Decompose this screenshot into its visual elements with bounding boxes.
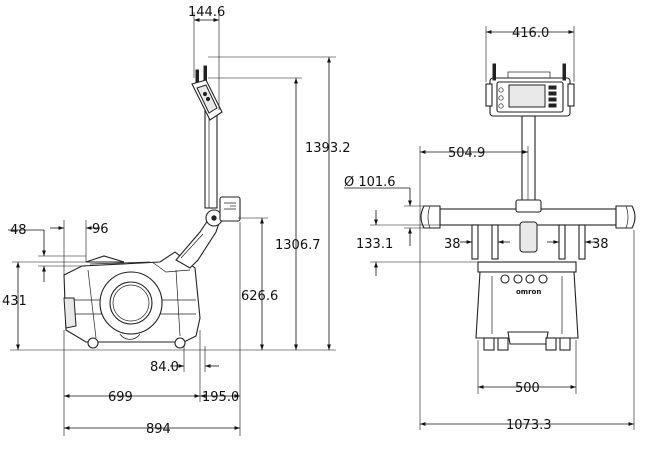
dim-overhang: 195.0 [202,390,239,405]
robot-base-side [63,251,201,349]
dim-arm-drop: 133.1 [356,237,393,252]
controller-side [191,65,223,121]
dim-left-38: 38 [444,237,461,252]
dim-base-width: 500 [515,381,540,396]
side-view: 144.6 1393.2 1306.7 626.6 48 96 431 [2,5,351,437]
dim-offset-84: 84.0 [150,360,179,375]
dim-bracket-height: 626.6 [241,289,278,304]
dim-base-length: 699 [108,390,133,405]
mast-front [521,115,536,203]
front-view: omron 416.0 504.9 Ø 101.6 133.1 [344,26,636,433]
dim-mast-height: 1306.7 [275,238,321,253]
mast-side [204,109,218,209]
dim-right-38: 38 [592,237,609,252]
dim-total-width: 1073.3 [506,418,552,433]
dim-pipe-diameter: Ø 101.6 [344,175,396,190]
rear-caster [174,337,186,349]
cross-arm [420,199,636,253]
mast-bracket-side [175,196,241,269]
dim-total-length: 894 [146,422,171,437]
dim-handle-width: 144.6 [188,5,225,20]
dim-48: 48 [10,223,27,238]
robot-base-front: omron [475,261,579,351]
dim-arm-offset: 504.9 [448,146,485,161]
dim-96: 96 [92,222,109,237]
controller-front [485,63,575,117]
dim-total-height: 1393.2 [305,141,351,156]
dim-controller-width: 416.0 [512,26,549,41]
brand-label: omron [516,288,541,296]
dim-body-height: 431 [2,294,27,309]
front-caster [87,337,99,349]
